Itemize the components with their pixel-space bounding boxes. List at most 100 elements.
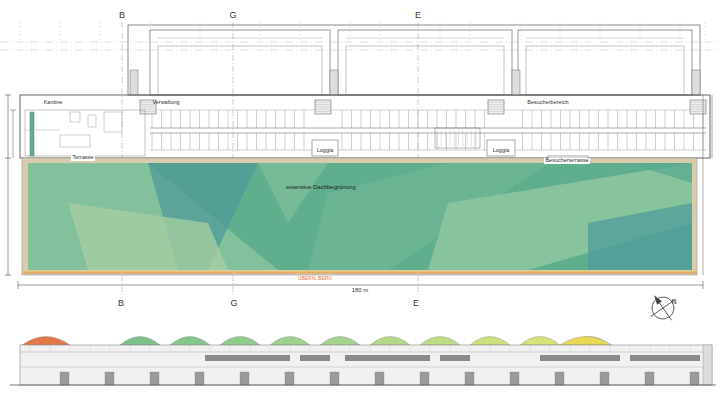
- plan-line: [161, 133, 162, 150]
- plan-line: [690, 104, 706, 105]
- plan-line: [541, 133, 542, 150]
- roof-hump: [120, 337, 160, 346]
- roof-hump: [170, 337, 210, 346]
- plan-line: [541, 110, 542, 128]
- plan-line: [60, 22, 61, 40]
- plan-line: [20, 22, 21, 40]
- plan-line: [18, 281, 19, 289]
- axis-label: G: [229, 11, 236, 20]
- plan-line: [190, 345, 191, 352]
- plan-line: [437, 130, 438, 146]
- plan-line: [0, 50, 720, 51]
- roof-facet: [628, 163, 692, 183]
- plan-rect: [205, 355, 290, 361]
- plan-line: [458, 130, 459, 146]
- plan-line: [636, 110, 637, 128]
- plan-rect: [25, 110, 145, 156]
- plan-line: [570, 345, 571, 352]
- plan-line: [418, 133, 419, 150]
- plan-rect: [510, 372, 519, 385]
- plan-rect: [555, 372, 564, 385]
- plan-line: [650, 345, 651, 352]
- plan-line: [199, 133, 200, 150]
- plan-rect: [285, 372, 294, 385]
- plan-rect: [526, 46, 684, 95]
- plan-line: [266, 110, 267, 128]
- plan-rect: [435, 128, 480, 148]
- plan-line: [532, 110, 533, 128]
- plan-line: [441, 130, 442, 146]
- plan-line: [5, 95, 11, 96]
- axis-label: G: [230, 299, 237, 308]
- plan-line: [389, 110, 390, 128]
- plan-line: [551, 133, 552, 150]
- plan-line: [522, 133, 523, 150]
- plan-line: [617, 110, 618, 128]
- plan-line: [250, 345, 251, 352]
- plan-line: [627, 110, 628, 128]
- plan-line: [20, 367, 712, 368]
- plan-line: [475, 133, 476, 150]
- plan-line: [237, 133, 238, 150]
- plan-rect: [128, 25, 700, 95]
- plan-line: [5, 158, 11, 159]
- plan-line: [390, 345, 391, 352]
- plan-line: [510, 345, 511, 352]
- plan-line: [5, 275, 11, 276]
- plan-line: [150, 133, 706, 134]
- plan-rect: [692, 70, 700, 95]
- room-label: Loggia: [492, 148, 511, 154]
- plan-line: [150, 345, 151, 352]
- plan-line: [361, 110, 362, 128]
- roof-hump: [270, 337, 310, 346]
- plan-line: [285, 110, 286, 128]
- plan-line: [665, 133, 666, 150]
- axis-label: B: [119, 11, 125, 20]
- plan-rect: [20, 345, 712, 385]
- plan-line: [617, 133, 618, 150]
- plan-rect: [630, 355, 700, 361]
- plan-line: [484, 110, 485, 128]
- plan-line: [488, 106, 504, 107]
- plan-line: [608, 133, 609, 150]
- plan-line: [294, 133, 295, 150]
- plan-rect: [300, 355, 330, 361]
- plan-line: [199, 110, 200, 128]
- plan-line: [408, 110, 409, 128]
- plan-rect: [346, 46, 504, 95]
- plan-line: [437, 110, 438, 128]
- plan-line: [690, 345, 691, 352]
- plan-line: [315, 102, 331, 103]
- plan-line: [361, 133, 362, 150]
- plan-line: [690, 102, 706, 103]
- axis-label: E: [413, 299, 419, 308]
- plan-line: [0, 42, 720, 43]
- plan-rect: [440, 355, 470, 361]
- roof-hump: [22, 337, 70, 346]
- plan-line: [449, 130, 450, 146]
- plan-line: [247, 110, 248, 128]
- plan-line: [598, 133, 599, 150]
- plan-line: [50, 345, 51, 352]
- plan-line: [712, 95, 713, 158]
- plan-line: [171, 110, 172, 128]
- plan-line: [150, 110, 706, 111]
- roof-facets: [28, 163, 692, 270]
- plan-line: [703, 281, 704, 289]
- plan-rect: [703, 345, 712, 385]
- plan-line: [693, 133, 694, 150]
- plan-line: [130, 345, 131, 352]
- roof-facet: [28, 163, 278, 270]
- plan-rect: [158, 46, 322, 95]
- plan-rect: [330, 372, 339, 385]
- plan-line: [256, 133, 257, 150]
- plan-line: [630, 345, 631, 352]
- plan-line: [150, 128, 706, 129]
- plan-line: [210, 345, 211, 352]
- area-label: extensive Dachbegrünung: [286, 184, 356, 190]
- roof-facet: [588, 203, 692, 270]
- plan-line: [30, 345, 31, 352]
- plan-line: [171, 133, 172, 150]
- plan-line: [100, 22, 101, 40]
- plan-line: [705, 22, 706, 40]
